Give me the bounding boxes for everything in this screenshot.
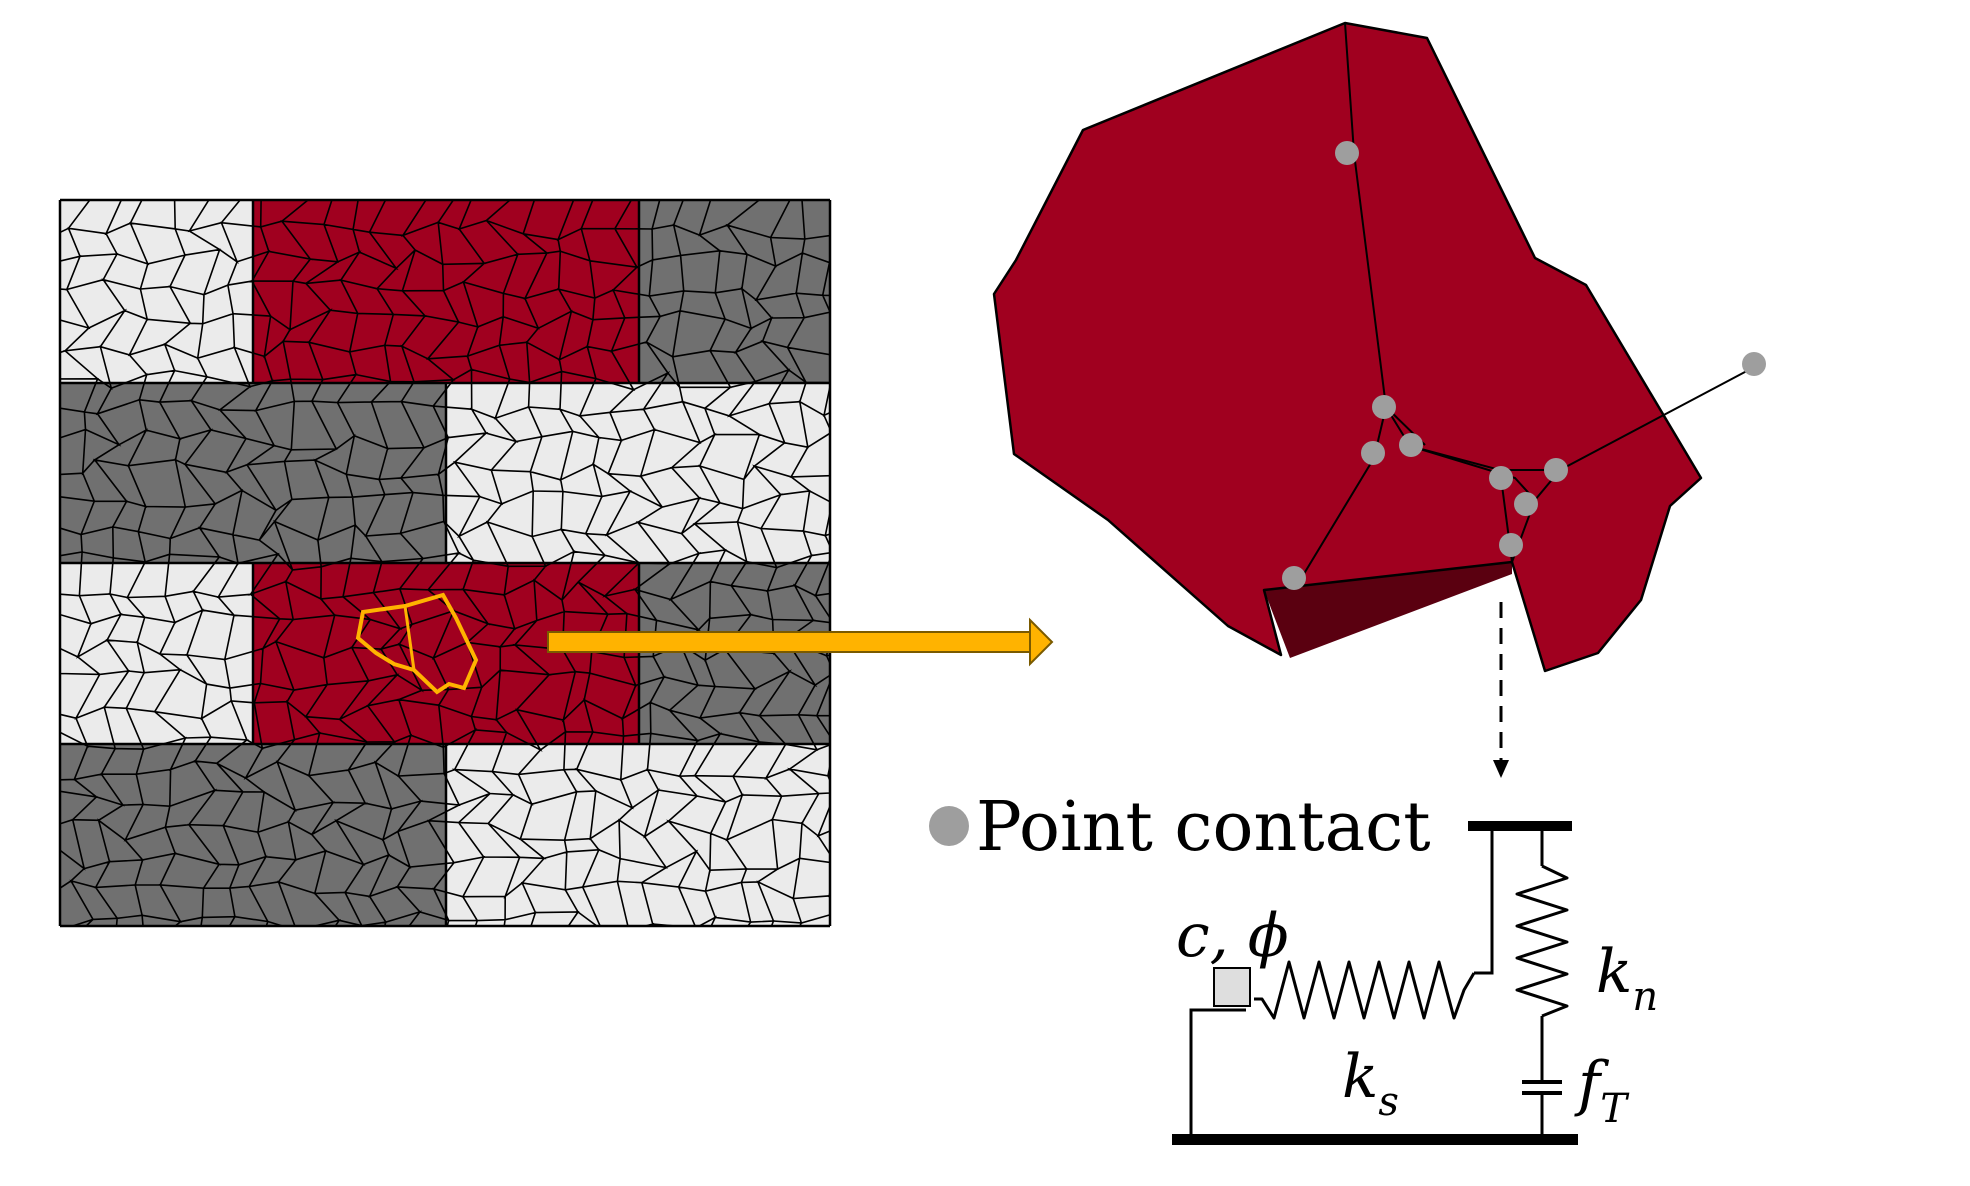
grain-shadow	[1264, 562, 1512, 658]
legend-marker	[929, 806, 969, 846]
leader-arrowhead	[1493, 760, 1509, 778]
contact-point	[1399, 433, 1423, 457]
contact-point	[1489, 466, 1513, 490]
contact-point	[1499, 533, 1523, 557]
contact-points	[1282, 141, 1766, 590]
zoom-arrow	[547, 617, 1054, 667]
contact-point	[1372, 395, 1396, 419]
model-frame	[1172, 821, 1578, 1145]
normal-stiffness-label: kn	[1596, 937, 1658, 1020]
normal-spring	[1515, 864, 1569, 1018]
cohesion-friction-label: c, ϕ	[1176, 901, 1289, 971]
contact-point	[1335, 141, 1359, 165]
contact-point	[1514, 492, 1538, 516]
highlighted-grain-cluster	[355, 592, 479, 695]
block-boundaries	[58, 198, 832, 928]
contact-point	[1544, 458, 1568, 482]
contact-point	[1361, 441, 1385, 465]
highlighted-inner-edge	[403, 605, 416, 671]
legend-label: Point contact	[976, 788, 1431, 867]
tensile-strength-label: fT	[1574, 1049, 1630, 1132]
contact-point	[1282, 566, 1306, 590]
mesh-block	[60, 200, 253, 383]
mesh-block	[446, 744, 830, 926]
contact-point	[1742, 352, 1766, 376]
mesh-block	[253, 563, 639, 744]
friction-slider	[1213, 967, 1251, 1007]
shear-spring	[1254, 960, 1476, 1020]
shear-stiffness-label: ks	[1342, 1042, 1399, 1125]
cell-edges	[60, 200, 830, 926]
voronoi-cells	[60, 200, 830, 926]
